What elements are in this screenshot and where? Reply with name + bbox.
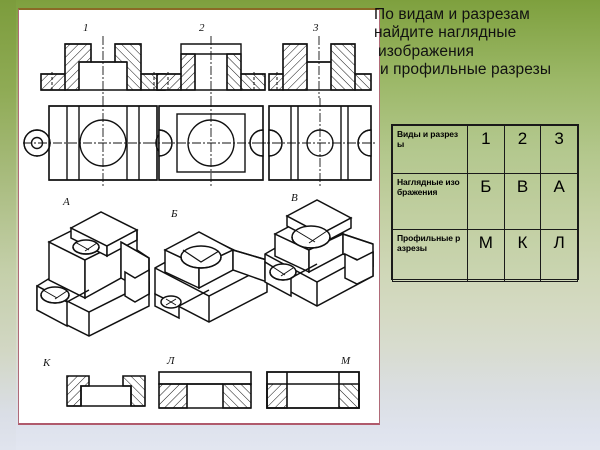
slide-heading: По видам и разрезам найдите наглядные из…: [374, 6, 600, 79]
isometric-label-a: А: [62, 196, 70, 208]
cell-sections-3: Л: [540, 229, 578, 282]
table-row: Виды и разрезы 1 2 3: [392, 125, 578, 174]
cell-sections-1: М: [467, 229, 505, 282]
section-label-l: Л: [166, 355, 175, 367]
row-label-isometric: Наглядные изображения: [392, 173, 468, 230]
cell-isometric-2: В: [503, 173, 542, 230]
cell-isometric-1: Б: [467, 173, 505, 230]
technical-drawing-panel: 1 2: [18, 8, 380, 425]
view-label-1: 1: [83, 22, 89, 34]
view-label-2: 2: [199, 22, 205, 34]
section-label-m: М: [340, 355, 351, 367]
isometric-label-b: Б: [170, 208, 178, 220]
section-label-k: К: [42, 357, 51, 369]
view-label-3: 3: [312, 22, 319, 34]
cell-sections-2: К: [503, 229, 542, 282]
heading-line-4: и профильные разрезы: [380, 60, 552, 78]
engineering-drawing-figure: 1 2: [23, 22, 377, 409]
answer-matrix-table: Виды и разрезы 1 2 3 Наглядные изображен…: [391, 124, 579, 282]
heading-line-1: По видам и разрезам: [374, 6, 530, 23]
left-accent-strip: [0, 0, 16, 450]
row-label-sections: Профильные разрезы: [392, 229, 468, 282]
heading-line-2: найдите наглядные: [374, 24, 517, 42]
isometric-label-v: В: [291, 192, 298, 204]
cell-isometric-3: А: [540, 173, 578, 230]
cell-views-1: 1: [467, 125, 505, 174]
row-label-views: Виды и разрезы: [392, 125, 468, 174]
cell-views-2: 2: [503, 125, 542, 174]
heading-line-3: изображения: [378, 42, 475, 60]
cell-views-3: 3: [540, 125, 578, 174]
table-row: Наглядные изображения Б В А: [392, 173, 578, 230]
table-row: Профильные разрезы М К Л: [392, 229, 578, 282]
